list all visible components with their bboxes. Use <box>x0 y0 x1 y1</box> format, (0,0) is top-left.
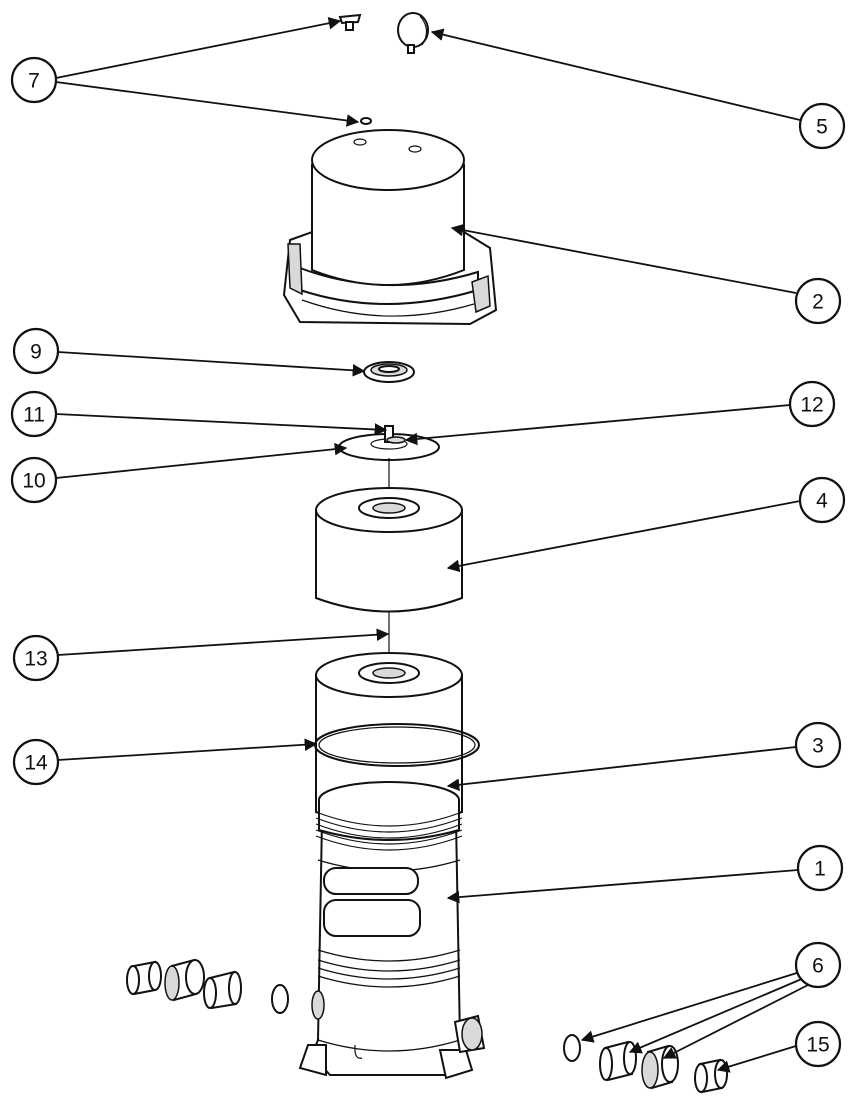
leader-9 <box>57 351 366 377</box>
leader-11 <box>55 413 388 436</box>
leader-12 <box>404 404 791 446</box>
callout-2: 2 <box>794 277 842 325</box>
callout-15-label: 15 <box>806 1034 829 1057</box>
callout-6: 6 <box>794 941 842 989</box>
part-6-oring <box>563 1034 581 1062</box>
leader-6c <box>662 983 811 1059</box>
left-fitting-tailpiece <box>203 970 242 1010</box>
callout-12: 12 <box>788 380 836 428</box>
leader-7b <box>55 81 360 127</box>
callout-5-label: 5 <box>816 116 828 139</box>
callout-12-label: 12 <box>800 394 823 417</box>
part-15-sleeve <box>694 1058 728 1094</box>
callout-1: 1 <box>796 844 844 892</box>
part-5-gauge <box>397 12 429 54</box>
callout-7-label: 7 <box>28 70 40 93</box>
leader-13 <box>57 628 390 656</box>
part-2-lid <box>282 129 498 326</box>
callout-14: 14 <box>12 738 60 786</box>
part-6-union-nut <box>641 1044 679 1090</box>
callout-9-label: 9 <box>30 341 42 364</box>
part-4-upper-cartridge <box>315 487 463 613</box>
leader-15 <box>716 1045 797 1073</box>
part-1-side-port-left <box>311 990 325 1020</box>
leader-7a <box>55 17 342 79</box>
callout-11: 11 <box>10 390 58 438</box>
callout-1-label: 1 <box>814 858 826 881</box>
leader-10 <box>55 442 348 479</box>
part-6-tailpiece <box>599 1040 637 1082</box>
callout-7: 7 <box>10 56 58 104</box>
left-fitting-union-nut <box>164 958 205 1002</box>
callout-10-label: 10 <box>22 470 45 493</box>
callout-15: 15 <box>794 1020 842 1068</box>
leader-1 <box>446 869 799 904</box>
callout-4: 4 <box>798 476 846 524</box>
callout-13: 13 <box>12 634 60 682</box>
leader-14 <box>57 738 318 761</box>
leader-2 <box>450 223 797 294</box>
part-9-nut <box>363 361 415 383</box>
leader-6b <box>628 977 805 1054</box>
part-12-washer <box>386 436 406 444</box>
callout-4-label: 4 <box>816 490 828 513</box>
part-1-side-port-right <box>453 1014 486 1054</box>
callout-3-label: 3 <box>812 735 824 758</box>
part-7-screw-top <box>338 13 362 31</box>
callout-11-label: 11 <box>23 404 45 427</box>
callout-14-label: 14 <box>24 752 48 775</box>
left-fitting-oring <box>271 984 289 1014</box>
callout-13-label: 13 <box>24 648 47 671</box>
leader-5 <box>430 28 801 121</box>
leader-6a <box>580 971 801 1043</box>
callout-3: 3 <box>794 721 842 769</box>
leader-3 <box>446 746 797 791</box>
part-7-screw-small <box>360 117 372 125</box>
callout-5: 5 <box>798 102 846 150</box>
left-fitting-sleeve <box>126 960 162 996</box>
callout-10: 10 <box>10 456 58 504</box>
part-1-filter-body <box>298 781 474 1080</box>
callout-6-label: 6 <box>812 955 824 978</box>
callout-9: 9 <box>12 327 60 375</box>
leader-4 <box>446 500 801 573</box>
callout-2-label: 2 <box>812 291 824 314</box>
